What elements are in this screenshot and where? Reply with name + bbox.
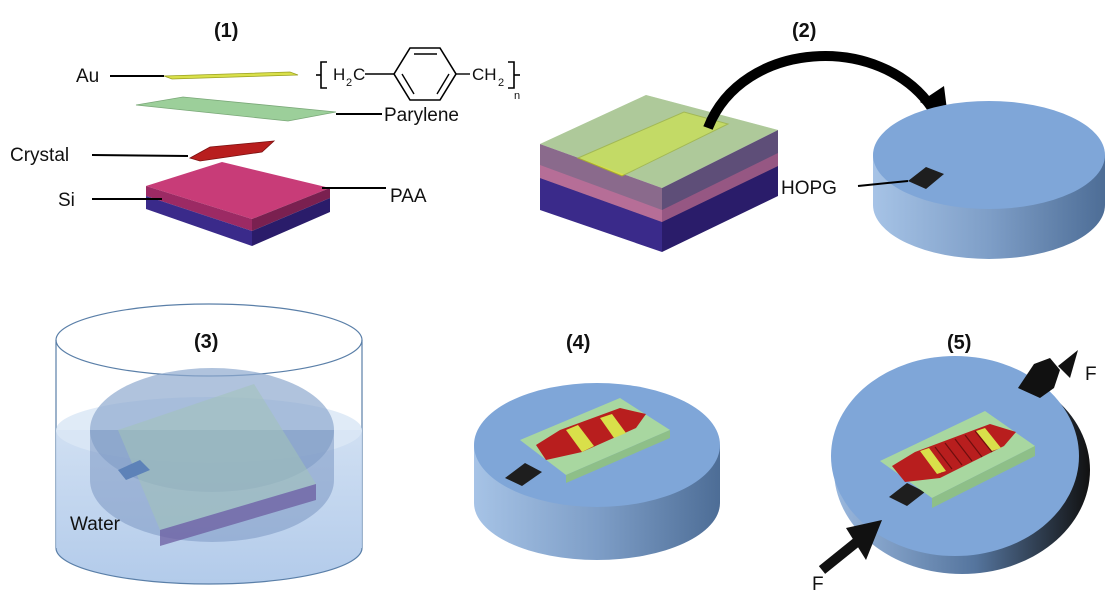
- submerged-crystal: [118, 460, 150, 480]
- paa-layer-front: [146, 186, 252, 231]
- step-3-label: (3): [194, 331, 218, 353]
- transfer-arrow: [703, 51, 937, 130]
- force-arrow-top-icon: [1018, 358, 1060, 398]
- au-contact-4b: [600, 414, 626, 438]
- parylene-sheet-4-edge: [566, 430, 670, 483]
- hopg-crystal-5: [889, 483, 925, 506]
- crystal-label: Crystal: [10, 145, 69, 166]
- repeat-n: n: [514, 90, 520, 102]
- si-front-2: [540, 178, 662, 252]
- au-label: Au: [76, 66, 99, 87]
- paa-layer-top: [146, 162, 330, 219]
- step-5-label: (5): [947, 332, 971, 354]
- submerged-stack-top: [118, 384, 316, 530]
- ch2-right-sub: 2: [498, 77, 504, 89]
- paa-front-2: [540, 165, 662, 222]
- paa-side-2: [662, 153, 778, 222]
- ch2-left-c: C: [353, 65, 365, 84]
- paa-layer-side: [252, 188, 330, 231]
- au-strip-2: [576, 111, 730, 177]
- si-layer-front: [146, 196, 252, 246]
- hopg-crystal-mark: [908, 167, 944, 189]
- force-arrow-bottom-shaft: [818, 537, 862, 574]
- parylene-overlay: [540, 95, 778, 188]
- au-contact-5b: [976, 428, 1001, 451]
- hopg-cylinder-top: [873, 101, 1105, 209]
- crystal-flake: [188, 140, 276, 162]
- si-side-2: [662, 166, 778, 252]
- parylene-label: Parylene: [384, 105, 459, 126]
- step-2-label: (2): [792, 20, 816, 42]
- panel-1: (1) Au Parylene Crystal Si PAA H 2 C: [10, 20, 520, 246]
- au-layer: [163, 71, 299, 80]
- hopg-leader: [857, 180, 909, 187]
- benzene-ring-icon: [393, 47, 457, 101]
- water-label: Water: [70, 514, 121, 535]
- paa-label: PAA: [390, 186, 427, 207]
- panel-5: (5) F F: [812, 332, 1097, 594]
- force-arrow-top-tail: [1058, 350, 1078, 378]
- step-4-label: (4): [566, 332, 590, 354]
- beaker-bottom: [55, 547, 363, 585]
- au-contact-5a: [920, 448, 946, 474]
- si-label: Si: [58, 190, 75, 211]
- ch2-left-h: H: [333, 65, 345, 84]
- si-layer-side: [252, 198, 330, 246]
- panel-3: (3) Water: [55, 303, 363, 585]
- panel-4: (4): [474, 332, 720, 560]
- force-arrow-bottom-icon: [846, 520, 882, 560]
- force-label-top: F: [1085, 364, 1097, 385]
- submerged-stack-side: [160, 484, 316, 546]
- crystal-4: [536, 408, 646, 460]
- parylene-sheet-5-edge: [932, 446, 1035, 508]
- hopg-crystal-4: [505, 463, 542, 486]
- hopg-label: HOPG: [781, 178, 837, 199]
- ch2-right: CH: [472, 65, 497, 84]
- au-contact-4a: [566, 425, 594, 452]
- ch2-left-sub: 2: [346, 77, 352, 89]
- panel-2: (2) HOPG: [540, 20, 1105, 259]
- parylene-structure: H 2 C CH 2 n: [316, 47, 520, 102]
- force-label-bottom: F: [812, 574, 824, 594]
- step-1-label: (1): [214, 20, 238, 42]
- crystal-leader: [91, 154, 189, 157]
- parylene-layer: [135, 96, 337, 122]
